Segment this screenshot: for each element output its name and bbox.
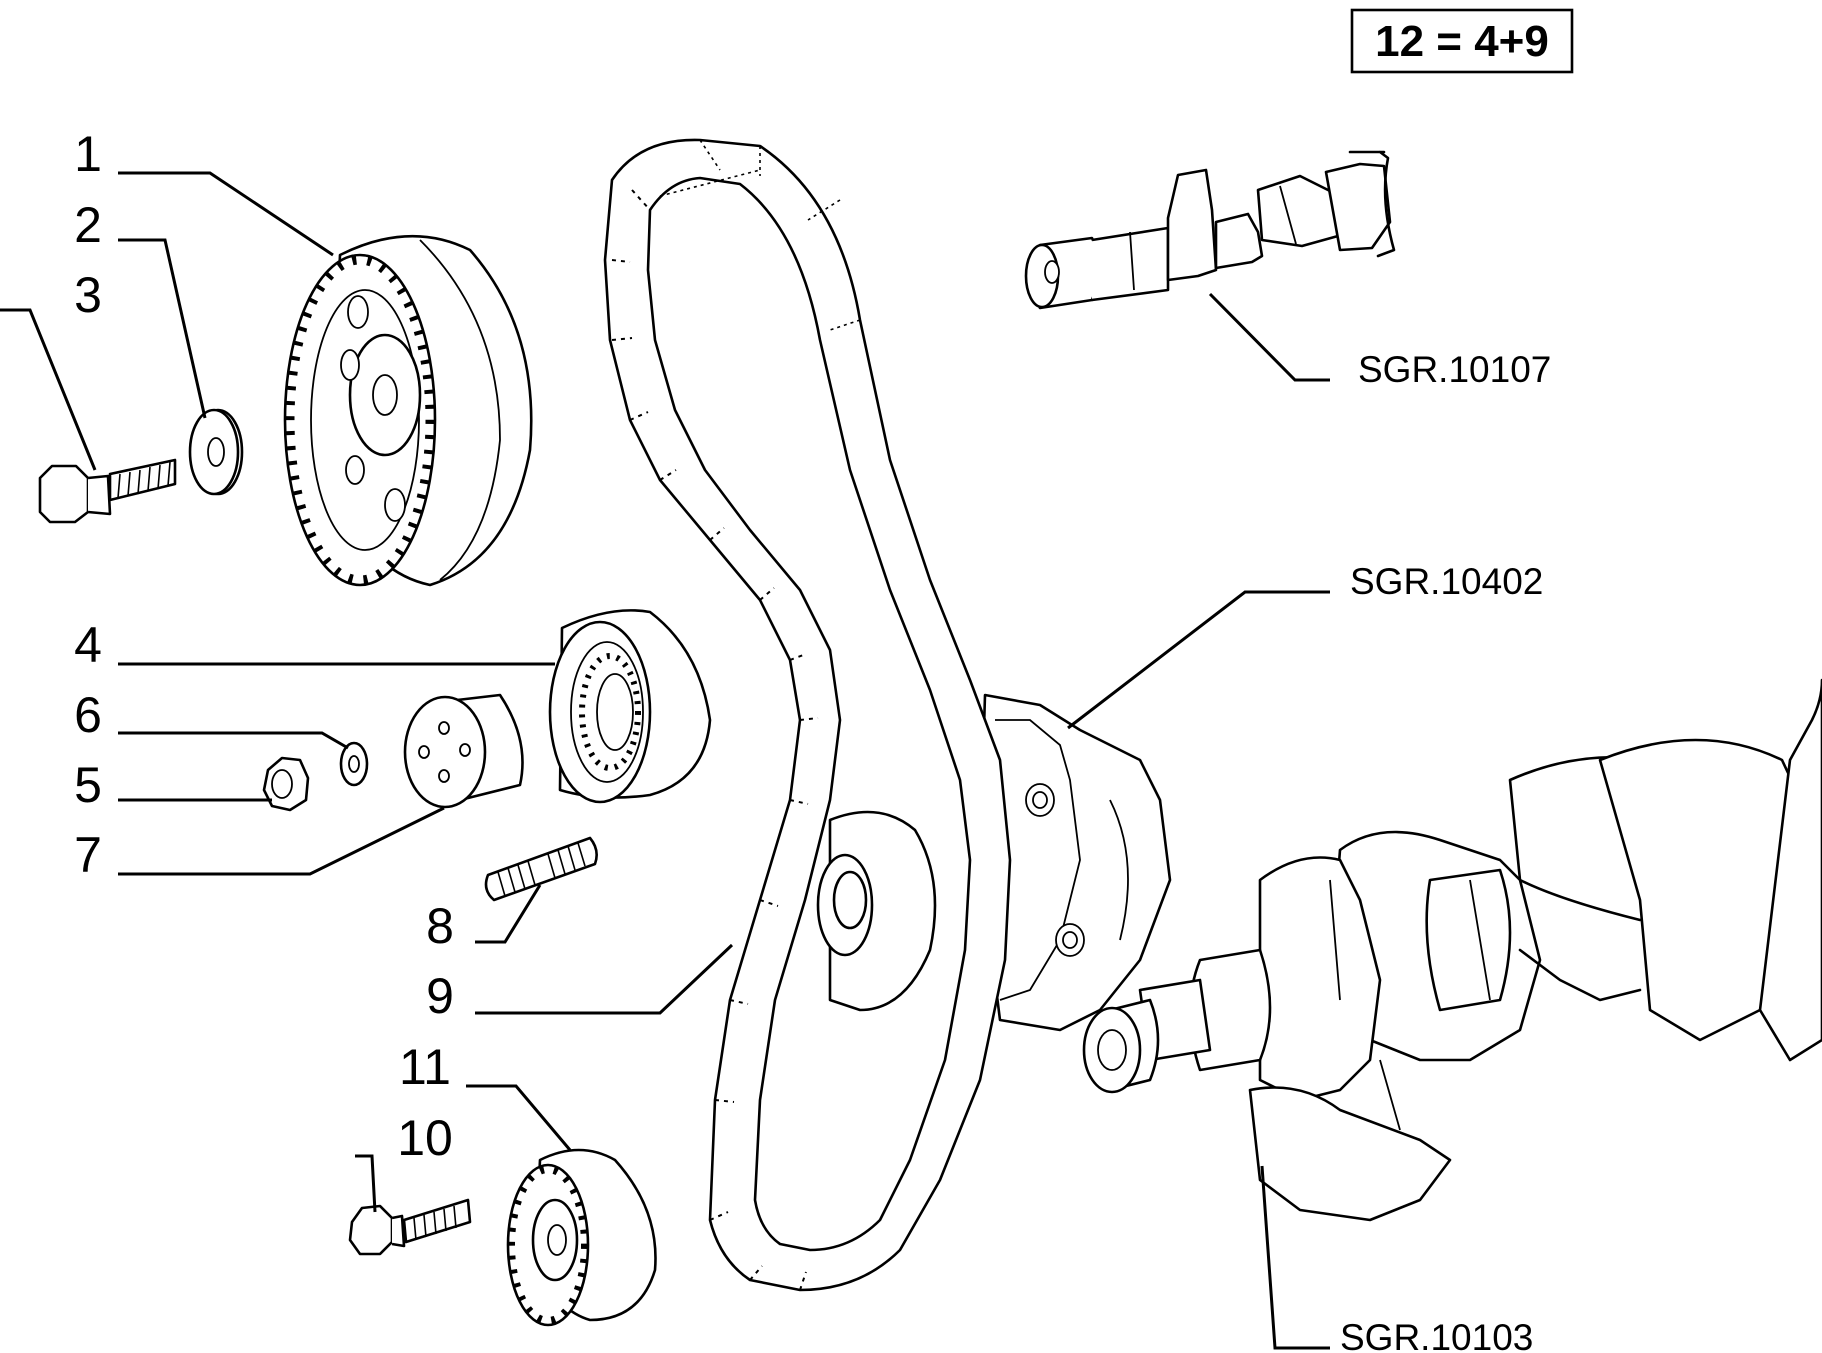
camshaft-drawing bbox=[1024, 150, 1396, 310]
part-label-5: 5 bbox=[74, 757, 102, 813]
leader-camshaft bbox=[1208, 292, 1330, 382]
leader-7 bbox=[118, 806, 445, 876]
part-label-1: 1 bbox=[74, 126, 102, 182]
part-label-4: 4 bbox=[74, 617, 102, 673]
bolt-10-drawing bbox=[348, 1198, 472, 1256]
ref-label-crankshaft: SGR.10103 bbox=[1340, 1317, 1533, 1353]
leader-11 bbox=[466, 1084, 572, 1151]
leader-crankshaft bbox=[1260, 1165, 1330, 1350]
nut-drawing bbox=[262, 756, 310, 812]
leader-1 bbox=[118, 171, 334, 257]
washer-6-drawing bbox=[339, 741, 369, 787]
crankshaft-drawing bbox=[1082, 678, 1822, 1222]
pump-pulley-drawing bbox=[816, 810, 937, 1012]
part-label-11: 11 bbox=[399, 1039, 451, 1095]
part-label-6: 6 bbox=[74, 687, 102, 743]
ref-label-camshaft: SGR.10107 bbox=[1358, 349, 1551, 390]
part-label-3: 3 bbox=[74, 267, 102, 323]
leader-oil-pump bbox=[1067, 590, 1330, 730]
formula-box: 12 = 4+9 bbox=[1350, 8, 1574, 74]
tensioner-bearing-drawing bbox=[548, 609, 712, 804]
leader-3 bbox=[0, 308, 97, 471]
leader-9 bbox=[475, 943, 734, 1015]
leader-8 bbox=[475, 884, 542, 944]
ref-label-oil-pump: SGR.10402 bbox=[1350, 561, 1543, 602]
eccentric-hub-drawing bbox=[403, 693, 524, 809]
part-label-2: 2 bbox=[74, 197, 102, 253]
camshaft-sprocket-drawing bbox=[283, 234, 533, 587]
stud-drawing bbox=[484, 836, 598, 902]
formula-text: 12 = 4+9 bbox=[1375, 17, 1549, 66]
part-label-10: 10 bbox=[397, 1110, 453, 1166]
crankshaft-sprocket-drawing bbox=[506, 1148, 657, 1327]
washer-drawing bbox=[188, 408, 244, 496]
leader-lines bbox=[0, 171, 1330, 1350]
oil-pump-housing-drawing bbox=[978, 693, 1172, 1032]
part-label-8: 8 bbox=[426, 898, 454, 954]
leader-2 bbox=[118, 238, 207, 419]
part-label-7: 7 bbox=[74, 827, 102, 883]
leader-10 bbox=[355, 1154, 377, 1213]
part-label-9: 9 bbox=[426, 968, 454, 1024]
leader-6 bbox=[118, 731, 349, 750]
bolt-3-drawing bbox=[38, 458, 177, 524]
